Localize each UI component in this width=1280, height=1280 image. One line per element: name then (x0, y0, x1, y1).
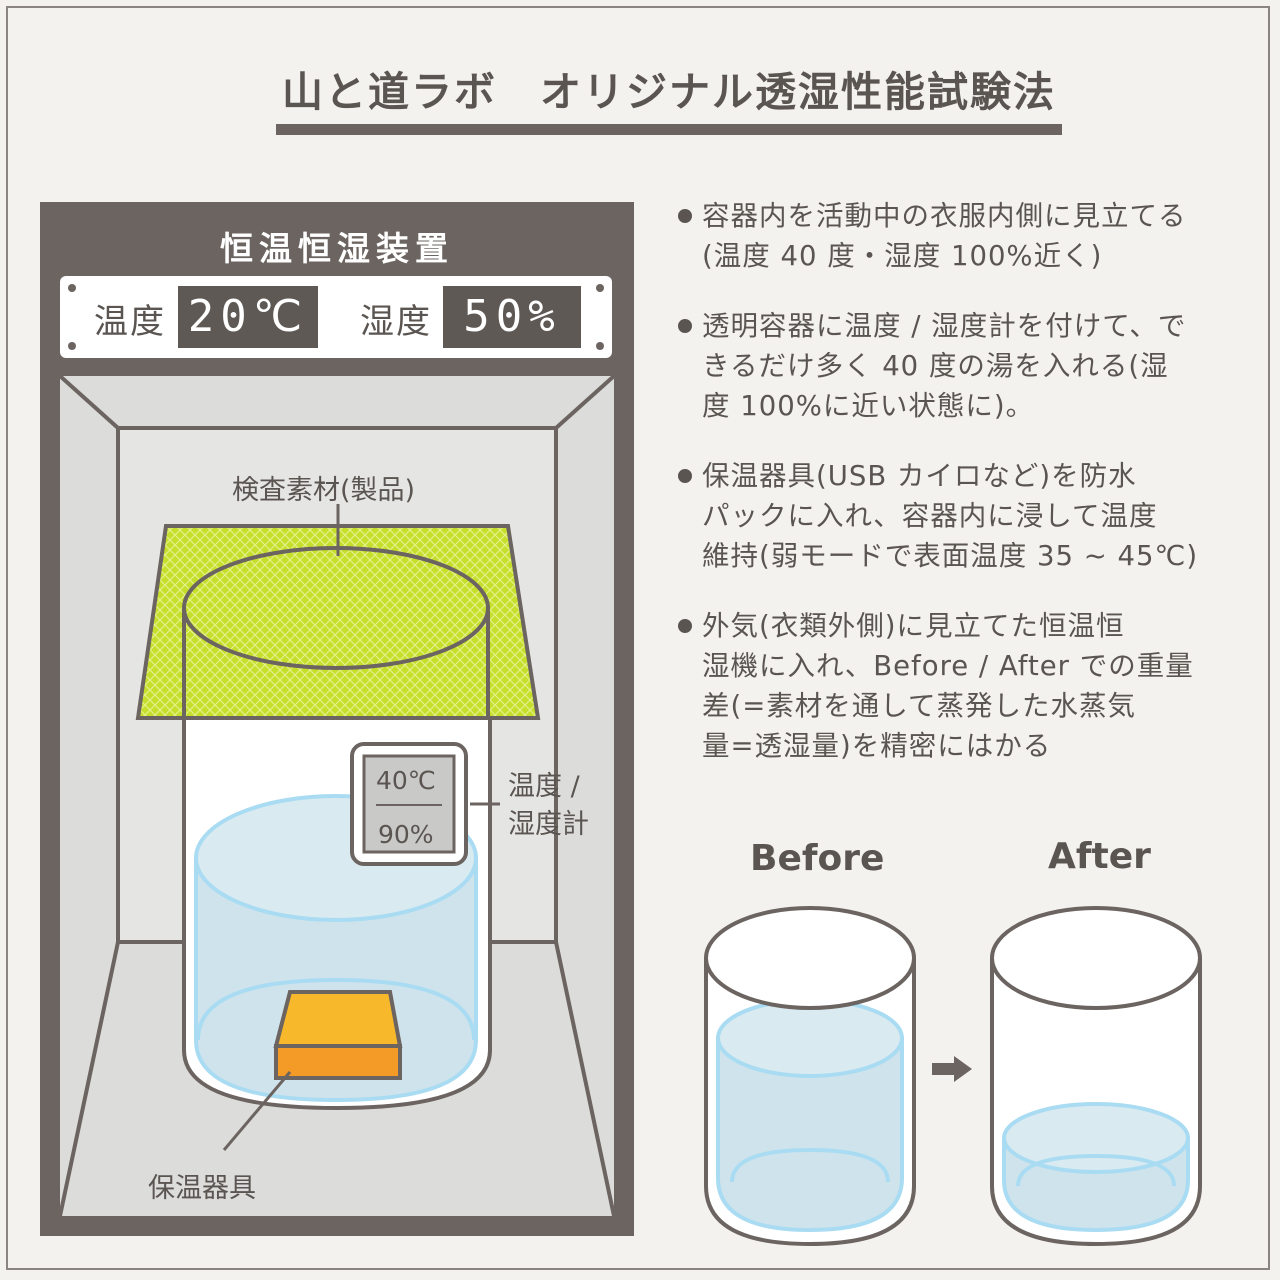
panel-screw (68, 342, 76, 350)
heater-label: 保温器具 (148, 1173, 256, 1204)
page-title: 山と道ラボ オリジナル透湿性能試験法 (282, 68, 1056, 116)
chamber-title: 恒温恒湿装置 (220, 229, 454, 268)
title-underline (276, 124, 1062, 135)
meter-humidity-value: 90% (378, 820, 434, 849)
step-item: 保温器具(USB カイロなど)を防水パックに入れ、容器内に浸して温度維持(弱モー… (676, 456, 1246, 576)
meter-temperature-value: 40℃ (376, 766, 436, 795)
material-label: 検査素材(製品) (232, 475, 416, 506)
heater-pointer (222, 1071, 292, 1151)
humidity-label: 湿度 (360, 302, 432, 342)
meter-label-line1: 温度 / (508, 771, 580, 802)
temperature-display: 20℃ (178, 286, 318, 348)
step-item: 容器内を活動中の衣服内側に見立てる(温度 40 度・湿度 100%近く) (676, 196, 1246, 276)
arrow-right-icon (932, 1056, 972, 1082)
panel-screw (68, 284, 76, 292)
humidity-display: 50% (443, 286, 581, 348)
panel-screw (596, 342, 604, 350)
heater-block (273, 990, 403, 1080)
meter-label-line2: 湿度計 (508, 809, 589, 840)
before-label: Before (750, 838, 885, 879)
control-panel: 温度 20℃ 湿度 50% (60, 276, 612, 358)
step-item: 外気(衣類外側)に見立てた恒温恒湿機に入れ、Before / After での重… (676, 606, 1246, 766)
before-cylinder (704, 906, 916, 1247)
method-steps: 容器内を活動中の衣服内側に見立てる(温度 40 度・湿度 100%近く) 透明容… (676, 196, 1246, 796)
temperature-label: 温度 (94, 302, 166, 342)
outer-frame (6, 6, 1270, 1270)
after-label: After (1048, 836, 1151, 877)
panel-screw (596, 284, 604, 292)
thermo-hygrometer (350, 742, 468, 866)
after-cylinder (990, 906, 1202, 1247)
step-item: 透明容器に温度 / 湿度計を付けて、できるだけ多く 40 度の湯を入れる(湿度 … (676, 306, 1246, 426)
fabric-material (135, 524, 541, 720)
